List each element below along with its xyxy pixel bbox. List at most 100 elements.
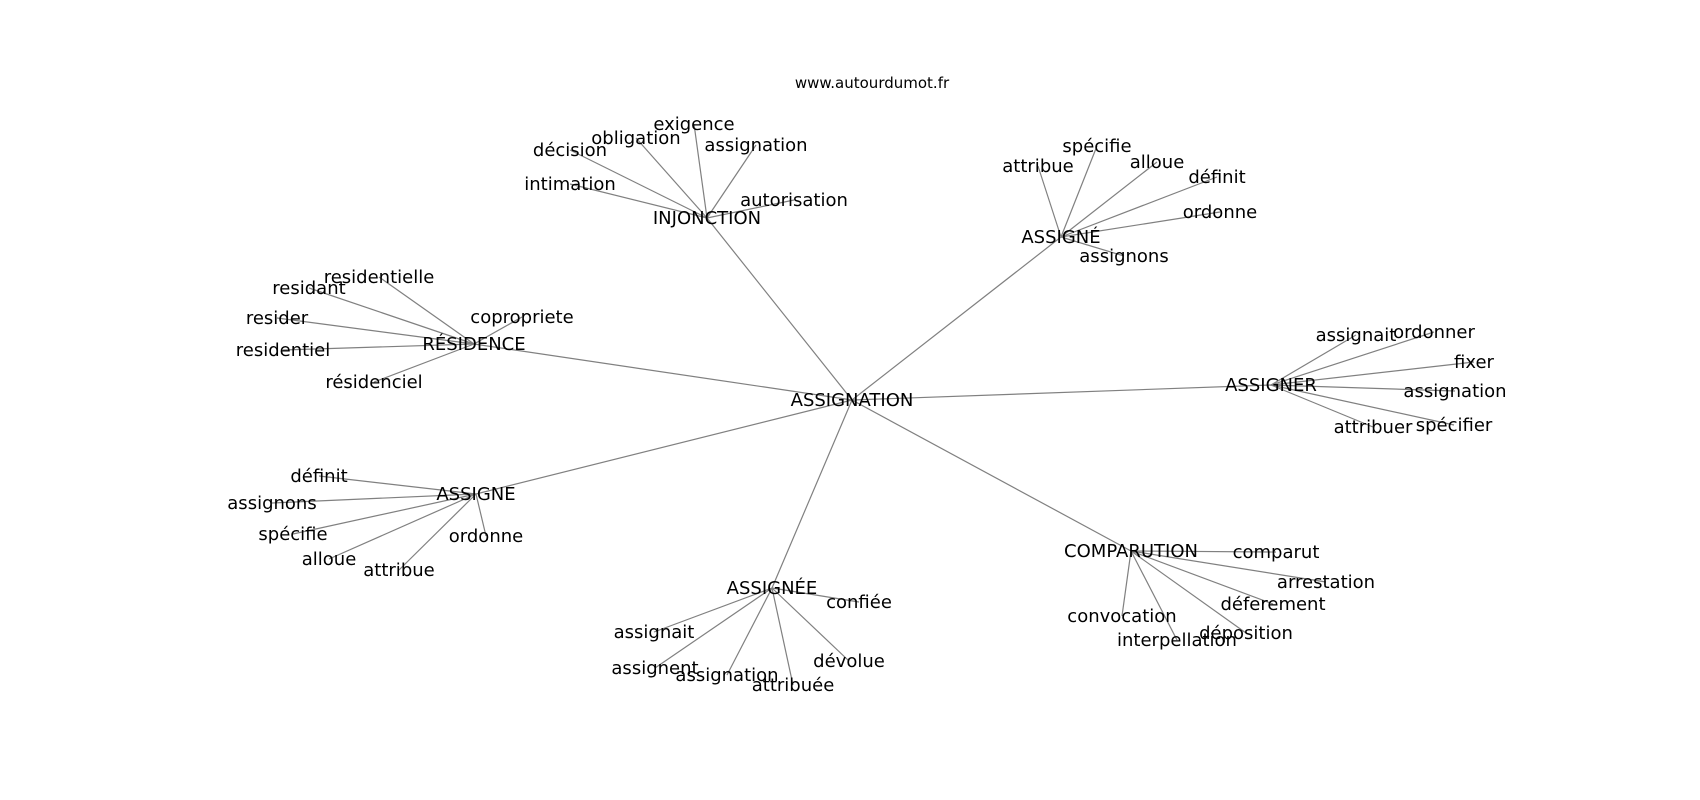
edge-comparution-interpellation: [1130, 550, 1178, 641]
edge-injonction-exigence: [693, 123, 708, 219]
leaf-node-definit: définit: [290, 466, 347, 487]
hub-node-assigne: ASSIGNÉ: [1021, 226, 1100, 248]
edge-residence-copropriete: [473, 316, 523, 345]
edge-assignee-assignation: [726, 587, 773, 676]
leaf-node-confiee: confiée: [826, 592, 892, 613]
hub-node-injonction: INJONCTION: [653, 208, 761, 229]
leaf-node-interpellation: interpellation: [1117, 630, 1237, 651]
edge-center-residence: [473, 343, 853, 401]
edge-assignee-devolue: [771, 587, 850, 662]
edge-assignee-attribuee: [771, 587, 794, 686]
edge-comparution-convocation: [1121, 550, 1132, 617]
leaf-node-assignation: assignation: [675, 665, 778, 686]
edge-comparution-comparut: [1130, 550, 1277, 553]
edge-assignee-assignent: [654, 587, 773, 669]
leaf-node-residentielle: residentielle: [324, 267, 435, 288]
leaf-node-definit: définit: [1188, 167, 1245, 188]
leaf-node-alloue: alloue: [302, 549, 357, 570]
source-label: www.autourdumot.fr: [795, 74, 950, 92]
edge-assigne-alloue: [328, 493, 477, 560]
leaf-node-specifie: spécifie: [1062, 136, 1131, 157]
nodes: ASSIGNATIONINJONCTIONexigenceobligationd…: [227, 114, 1506, 696]
edge-assigne-assignons: [1060, 236, 1125, 257]
hub-node-residence: RÉSIDENCE: [422, 333, 525, 355]
hub-node-assignee: ASSIGNÉE: [727, 577, 818, 599]
leaf-node-exigence: exigence: [653, 114, 734, 135]
edge-residence-residant: [308, 287, 475, 345]
leaf-node-assignait: assignait: [1316, 325, 1397, 346]
leaf-node-comparut: comparut: [1233, 542, 1320, 563]
edge-injonction-intimation: [569, 183, 708, 219]
edge-assigne-attribue: [1037, 165, 1062, 238]
edge-assigne-ordonne: [1060, 211, 1221, 238]
leaf-node-assignons: assignons: [227, 493, 316, 514]
edge-center-assignee: [771, 399, 853, 589]
leaf-node-obligation: obligation: [591, 128, 680, 149]
leaf-node-residenciel: résidenciel: [325, 372, 422, 393]
edge-assigne-attribue: [398, 493, 477, 571]
edge-residence-residentielle: [378, 276, 475, 345]
edge-assigne-definit: [1060, 176, 1218, 238]
edge-comparution-arrestation: [1130, 550, 1327, 583]
edge-assignee-confiee: [771, 587, 860, 603]
leaf-node-specifier: spécifier: [1416, 415, 1493, 436]
leaf-node-copropriete: copropriete: [470, 307, 573, 328]
leaf-node-devolue: dévolue: [813, 651, 885, 672]
edge-injonction-assignation: [706, 144, 757, 219]
edge-residence-resider: [276, 317, 475, 345]
leaf-node-alloue: alloue: [1130, 152, 1185, 173]
leaf-node-autorisation: autorisation: [740, 190, 848, 211]
leaf-node-deferement: déferement: [1220, 594, 1325, 615]
edge-assigne-assignons: [271, 493, 477, 504]
edge-assigne-specifie: [1060, 145, 1098, 238]
edge-assigner-attribuer: [1270, 384, 1374, 428]
leaf-node-convocation: convocation: [1067, 606, 1176, 627]
leaf-node-assignons: assignons: [1079, 246, 1168, 267]
edge-assigne-definit: [318, 475, 477, 495]
leaf-node-assignait: assignait: [614, 622, 695, 643]
edge-residence-residentiel: [282, 343, 475, 351]
edge-center-comparution: [851, 399, 1132, 552]
leaf-node-ordonne: ordonne: [449, 526, 523, 547]
leaf-node-specifie: spécifie: [258, 524, 327, 545]
edge-assigner-specifier: [1270, 384, 1455, 426]
edge-center-assigne: [475, 399, 853, 495]
leaf-node-deposition: déposition: [1199, 623, 1293, 644]
edge-injonction-autorisation: [706, 199, 795, 219]
edge-assigne-specifie: [292, 493, 477, 535]
edge-residence-residenciel: [373, 343, 475, 383]
leaf-node-attribuer: attribuer: [1334, 417, 1413, 438]
leaf-node-assignation: assignation: [1403, 381, 1506, 402]
leaf-node-residant: residant: [272, 278, 345, 299]
edge-assigne-ordonne: [475, 493, 487, 537]
edge-comparution-deferement: [1130, 550, 1274, 605]
leaf-node-attribue: attribue: [1002, 156, 1073, 177]
edge-injonction-decision: [569, 149, 708, 219]
edge-assignee-assignait: [653, 587, 773, 633]
edge-center-assigner: [851, 384, 1272, 401]
hub-node-assigner: ASSIGNER: [1225, 375, 1317, 396]
edge-assigner-ordonner: [1270, 331, 1435, 386]
edge-injonction-obligation: [635, 137, 708, 219]
edge-comparution-deposition: [1130, 550, 1247, 634]
leaf-node-resider: resider: [246, 308, 309, 329]
leaf-node-fixer: fixer: [1454, 352, 1495, 373]
edges: [271, 123, 1475, 686]
edge-center-assigne: [851, 236, 1062, 401]
leaf-node-intimation: intimation: [524, 174, 616, 195]
hub-node-assigne: ASSIGNE: [436, 484, 515, 505]
leaf-node-arrestation: arrestation: [1277, 572, 1375, 593]
edge-assigner-fixer: [1270, 361, 1475, 386]
edge-center-injonction: [706, 217, 853, 401]
edge-assigner-assignation: [1270, 384, 1456, 392]
leaf-node-ordonne: ordonne: [1183, 202, 1257, 223]
leaf-node-residentiel: residentiel: [236, 340, 331, 361]
leaf-node-assignation: assignation: [704, 135, 807, 156]
leaf-node-ordonner: ordonner: [1393, 322, 1475, 343]
leaf-node-decision: décision: [533, 140, 607, 161]
leaf-node-attribuee: attribuée: [752, 675, 835, 696]
leaf-node-assignent: assignent: [611, 658, 698, 679]
edge-assigne-alloue: [1060, 161, 1158, 238]
leaf-node-attribue: attribue: [363, 560, 434, 581]
